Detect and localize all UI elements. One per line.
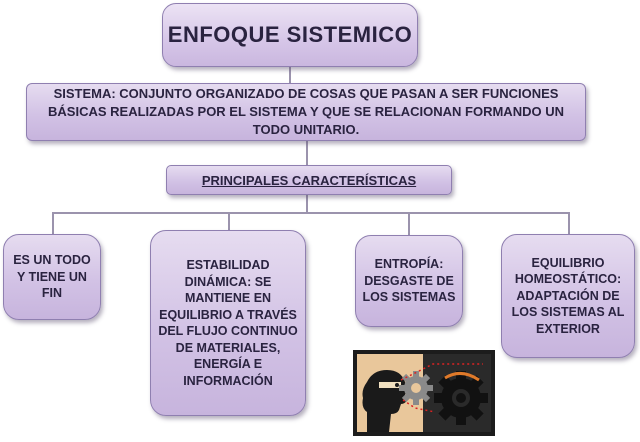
feature-box-dynamic-stability: ESTABILIDAD DINÁMICA: SE MANTIENE EN EQU… <box>150 230 306 416</box>
feature-label: ENTROPÍA: DESGASTE DE LOS SISTEMAS <box>362 257 456 305</box>
feature-label: ESTABILIDAD DINÁMICA: SE MANTIENE EN EQU… <box>158 258 298 388</box>
connector-drop-2 <box>228 212 230 230</box>
feature-box-whole-with-purpose: ES UN TODO Y TIENE UN FIN <box>3 234 101 320</box>
feature-box-homeostatic-equilibrium: EQUILIBRIO HOMEOSTÁTICO: ADAPTACIÓN DE L… <box>501 234 635 358</box>
definition-text: SISTEMA: CONJUNTO ORGANIZADO DE COSAS QU… <box>48 86 564 137</box>
connector-title-definition <box>289 67 291 83</box>
connector-definition-heading <box>306 141 308 165</box>
diagram-title: ENFOQUE SISTEMICO <box>162 3 418 67</box>
feature-label: ES UN TODO Y TIENE UN FIN <box>13 253 91 301</box>
head-with-gears-icon <box>353 350 495 436</box>
features-heading-text: PRINCIPALES CARACTERÍSTICAS <box>201 172 417 188</box>
features-heading: PRINCIPALES CARACTERÍSTICAS <box>166 165 452 195</box>
definition-box: SISTEMA: CONJUNTO ORGANIZADO DE COSAS QU… <box>26 83 586 141</box>
connector-branch-bar <box>52 212 570 214</box>
connector-drop-3 <box>408 212 410 235</box>
connector-drop-4 <box>568 212 570 234</box>
diagram-title-text: ENFOQUE SISTEMICO <box>167 22 413 47</box>
feature-label: EQUILIBRIO HOMEOSTÁTICO: ADAPTACIÓN DE L… <box>511 255 625 336</box>
connector-drop-1 <box>52 212 54 234</box>
connector-heading-branch <box>306 195 308 213</box>
feature-box-entropy: ENTROPÍA: DESGASTE DE LOS SISTEMAS <box>355 235 463 327</box>
